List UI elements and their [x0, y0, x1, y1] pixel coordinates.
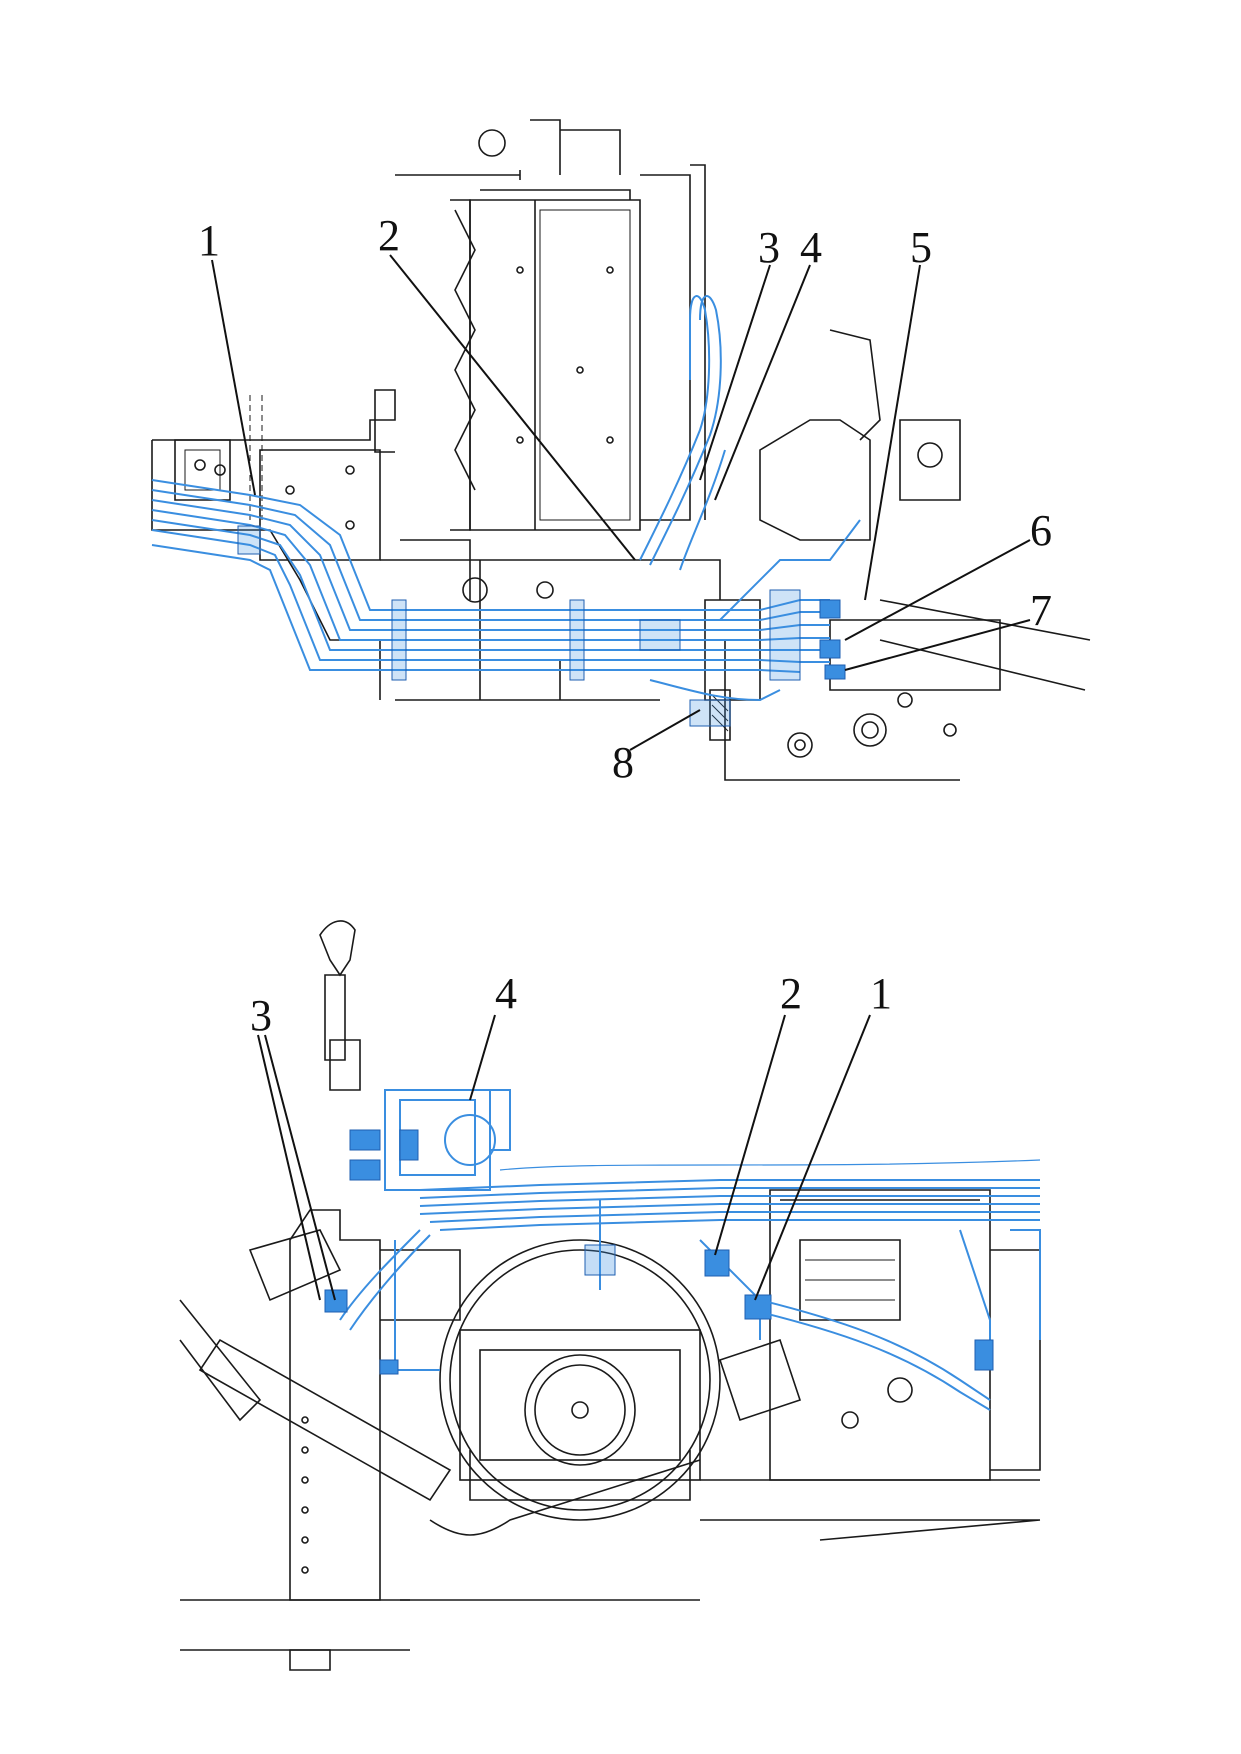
callout-top-2-leader: [389, 254, 636, 561]
bottom-hydraulic-lines: [324, 1089, 1041, 1411]
callout-top-7: 7: [1030, 586, 1052, 635]
callout-bottom-1: 1: [870, 969, 892, 1018]
callout-bottom-1-leader: [754, 1014, 871, 1301]
bottom-frame-lineart: [179, 920, 1041, 1671]
callout-top-1: 1: [198, 216, 220, 265]
callout-top-5-leader: [864, 264, 921, 601]
top-frame-lineart: [151, 119, 1091, 781]
callout-top-6: 6: [1030, 506, 1052, 555]
callout-bottom-4-leader: [469, 1014, 496, 1101]
top-callouts: 1 2 3 4 5 6 7 8: [198, 211, 1052, 787]
callout-top-3-leader: [699, 264, 771, 481]
callout-bottom-4: 4: [495, 969, 517, 1018]
diagram-top: 1 2 3 4 5 6 7 8: [151, 119, 1091, 787]
callout-top-1-leader: [211, 259, 256, 496]
callout-top-4: 4: [800, 223, 822, 272]
callout-top-2: 2: [378, 211, 400, 260]
callout-top-7-leader: [844, 619, 1031, 671]
callout-top-6-leader: [844, 539, 1031, 641]
callout-bottom-2: 2: [780, 969, 802, 1018]
top-hydraulic-lines: [151, 295, 861, 727]
callout-top-5: 5: [910, 223, 932, 272]
callout-bottom-3: 3: [250, 991, 272, 1040]
callout-bottom-3-leader-a: [264, 1034, 336, 1301]
bottom-callouts: 3 4 2 1: [250, 969, 892, 1301]
callout-bottom-2-leader: [714, 1014, 786, 1256]
callout-top-3: 3: [758, 223, 780, 272]
diagram-bottom: 3 4 2 1: [179, 920, 1041, 1671]
callout-top-8-leader: [629, 709, 701, 751]
callout-bottom-3-leader-b: [257, 1034, 321, 1301]
callout-top-8: 8: [612, 738, 634, 787]
callout-top-4-leader: [714, 264, 811, 501]
